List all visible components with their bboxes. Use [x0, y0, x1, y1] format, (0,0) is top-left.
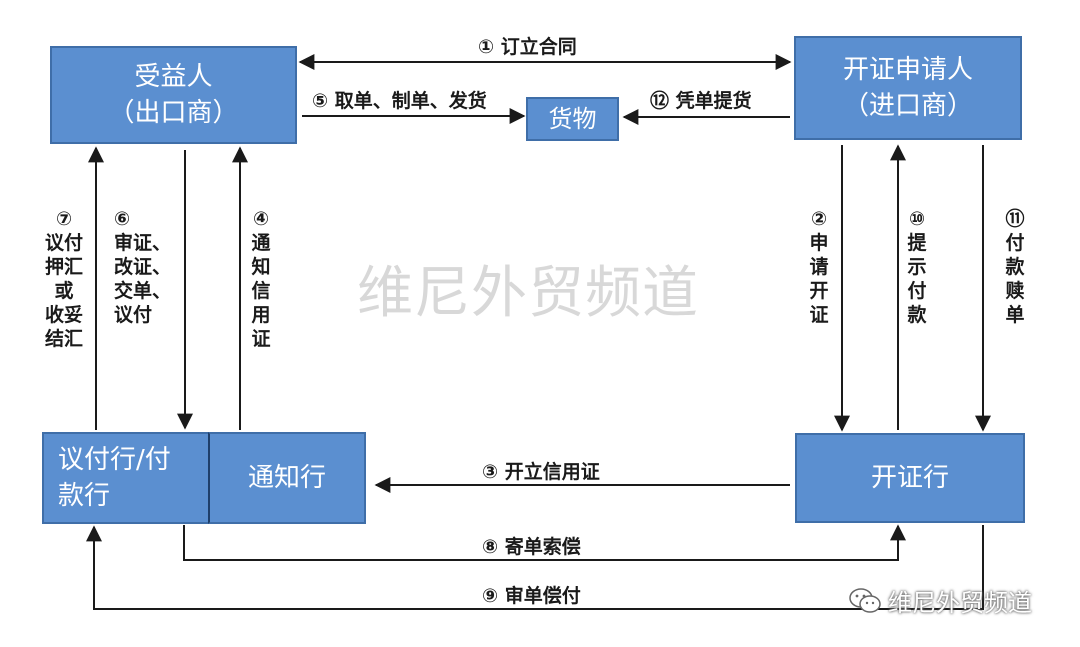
goods-label: 货物 [548, 105, 597, 133]
step-2-number: ② [810, 208, 828, 230]
step-12-label: ⑫ 凭单提货 [650, 90, 752, 112]
step-11-number: ⑪ [1005, 208, 1025, 230]
step-9-label: ⑨ 审单偿付 [482, 585, 581, 607]
step-7-label: ⑦ 议付 押汇 或 收妥 结汇 [40, 207, 88, 351]
negotiating-bank-node: 议付行/付 款行 [42, 432, 210, 524]
beneficiary-role: （出口商） [108, 98, 239, 128]
step-4-number: ④ [252, 208, 270, 230]
beneficiary-label: 受益人 [134, 62, 213, 92]
goods-node: 货物 [526, 97, 619, 141]
wechat-icon [849, 587, 881, 613]
brand-watermark: 维尼外贸频道 [848, 583, 1032, 618]
step-10-label: ⑩ 提 示 付 款 [904, 207, 930, 327]
beneficiary-node: 受益人 （出口商） [50, 46, 297, 144]
watermark-text: 维尼外贸频道 [357, 261, 699, 326]
applicant-node: 开证申请人 （进口商） [794, 36, 1022, 140]
applicant-label: 开证申请人 [842, 55, 973, 85]
step-5-label: ⑤ 取单、制单、发货 [312, 90, 487, 112]
issuing-bank-node: 开证行 [795, 433, 1025, 523]
negotiating-bank-label: 议付行/付 [58, 445, 171, 475]
issuing-bank-label: 开证行 [870, 463, 949, 493]
arrow-reimburse [86, 525, 984, 610]
step-6-number: ⑥ [114, 208, 131, 230]
step-8-label: ⑧ 寄单索偿 [482, 536, 581, 558]
advising-bank-node: 通知行 [208, 432, 366, 524]
step-7-number: ⑦ [55, 208, 73, 230]
applicant-role: （进口商） [842, 91, 973, 121]
arrow-claim-reimbursement [183, 524, 906, 561]
step-1-label: ① 订立合同 [478, 36, 577, 58]
step-10-number: ⑩ [908, 208, 926, 230]
step-11-label: ⑪ 付 款 赎 单 [1002, 207, 1028, 327]
step-2-label: ② 申 请 开 证 [806, 207, 832, 327]
negotiating-bank-label-cont: 款行 [58, 481, 111, 511]
step-6-label: ⑥ 审证、 改证、 交单、 议付 [114, 207, 178, 327]
advising-bank-label: 通知行 [247, 463, 326, 493]
brand-text: 维尼外贸频道 [888, 589, 1032, 617]
step-4-label: ④ 通 知 信 用 证 [248, 207, 274, 351]
step-3-label: ③ 开立信用证 [482, 461, 600, 483]
